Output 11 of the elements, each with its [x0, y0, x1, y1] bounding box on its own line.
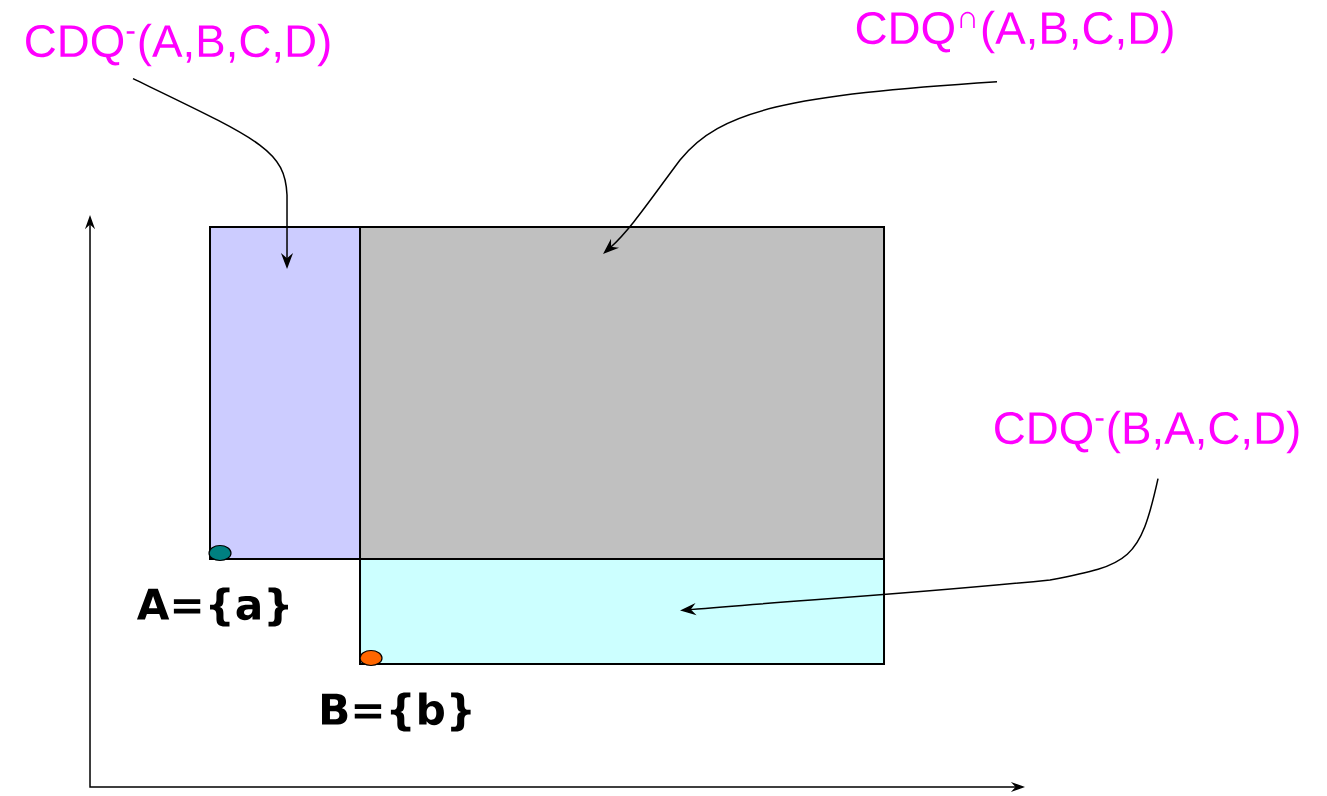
leader-arrow: [603, 80, 998, 254]
region-label: CDQ$^{-}$(B,A,C,D): [995, 410, 1299, 454]
corner-dot: [208, 544, 232, 562]
region-rectangle: [359, 226, 885, 560]
region-rectangle: [209, 226, 361, 560]
region-label: CDQ$^{-}$(A,B,C,D): [26, 23, 330, 67]
region-label: CDQ$^{∩}$(A,B,C,D): [856, 10, 1173, 54]
corner-dot: [359, 649, 383, 667]
set-label: A={a}: [136, 587, 288, 627]
region-rectangle: [359, 558, 885, 665]
set-label: B={b}: [322, 692, 471, 732]
